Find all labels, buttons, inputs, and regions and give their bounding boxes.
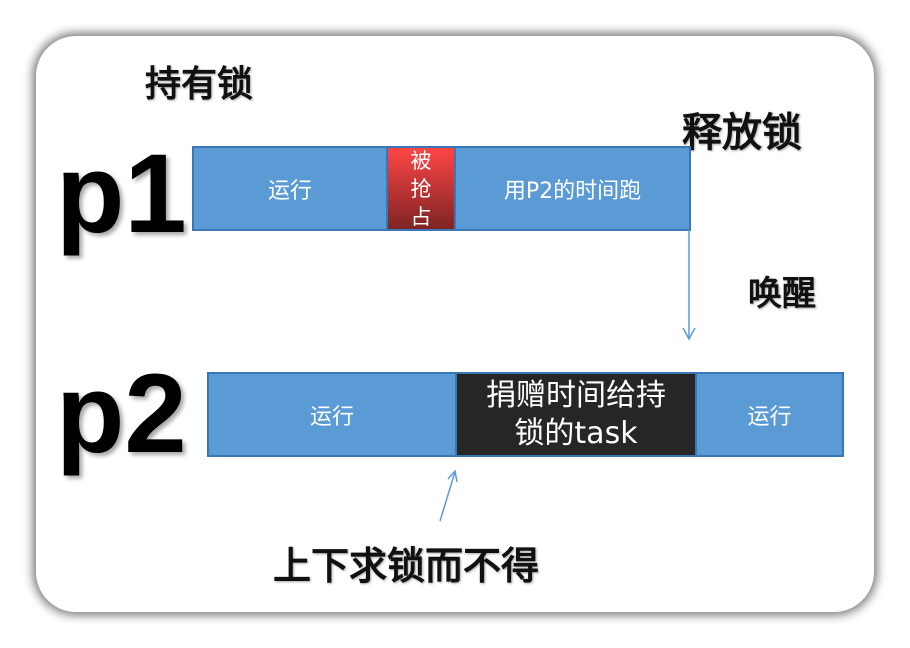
p1-preempted-segment: 被抢占 xyxy=(386,146,456,231)
segment-label: 运行 xyxy=(747,404,792,430)
segment-label: 运行 xyxy=(309,404,354,430)
seek-lock-arrow xyxy=(439,469,458,522)
segment-label: 被抢占 xyxy=(410,148,432,229)
hold-lock-label: 持有锁 xyxy=(145,64,254,105)
p2-donate-segment: 捐赠时间给持锁的task xyxy=(455,372,697,457)
segment-label: 用P2的时间跑 xyxy=(503,178,642,204)
diagram-card xyxy=(36,36,874,612)
p2-run-segment: 运行 xyxy=(207,372,457,457)
release-lock-label: 释放锁 xyxy=(682,110,802,156)
wake-label: 唤醒 xyxy=(748,274,816,314)
seek-lock-label: 上下求锁而不得 xyxy=(273,544,540,588)
p1-borrowed-time-segment: 用P2的时间跑 xyxy=(454,146,691,231)
p2-label: p2 xyxy=(56,351,187,476)
p1-label: p1 xyxy=(56,131,187,256)
p2-run-segment-2: 运行 xyxy=(695,372,844,457)
wake-arrow xyxy=(682,230,696,341)
segment-label: 捐赠时间给持锁的task xyxy=(486,377,666,451)
segment-label: 运行 xyxy=(267,178,312,204)
